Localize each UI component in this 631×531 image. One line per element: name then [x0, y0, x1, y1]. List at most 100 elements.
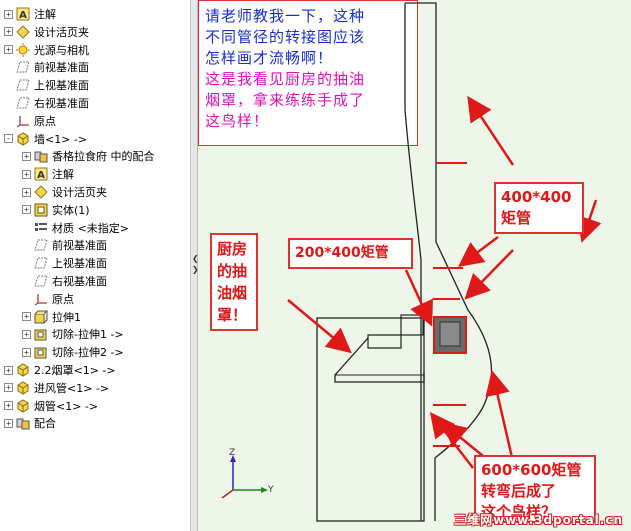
- plane-icon: [16, 60, 30, 74]
- expand-arrow-icon[interactable]: ❯: [192, 265, 199, 274]
- tree-spacer: [22, 294, 31, 303]
- tree-item[interactable]: + 拉伸1: [22, 308, 81, 326]
- graphics-area[interactable]: 请老师教我一下，这种 不同管径的转接图应该 怎样画才流畅啊！ 这是我看见厨房的抽…: [198, 0, 631, 531]
- label-600-line: 600*600矩管: [481, 461, 582, 479]
- tree-item[interactable]: 原点: [22, 290, 74, 308]
- tree-item-label: 注解: [34, 8, 56, 21]
- tree-item[interactable]: + 光源与相机: [4, 41, 89, 59]
- tree-item[interactable]: + 切除-拉伸1 ->: [22, 325, 124, 343]
- tree-spacer: [22, 277, 31, 286]
- tree-spacer: [4, 116, 13, 125]
- highlight-dashes: [433, 162, 467, 447]
- expand-toggle[interactable]: +: [4, 418, 13, 428]
- tree-item[interactable]: 上视基准面: [22, 254, 107, 272]
- tree-item[interactable]: 前视基准面: [22, 236, 107, 254]
- part-icon: [16, 399, 30, 413]
- expand-toggle[interactable]: +: [22, 312, 31, 322]
- tree-spacer: [22, 223, 31, 232]
- tree-item[interactable]: 材质 <未指定>: [22, 219, 129, 237]
- tree-item-label: 切除-拉伸2 ->: [52, 346, 124, 360]
- collapse-arrow-icon[interactable]: ❮: [192, 254, 199, 263]
- expand-toggle[interactable]: +: [22, 151, 31, 161]
- label-200x400: 200*400矩管: [288, 238, 413, 269]
- tree-item[interactable]: + A 注解: [22, 165, 74, 183]
- expand-toggle[interactable]: +: [4, 401, 13, 411]
- tree-item-label: 2.2烟罩<1> ->: [34, 364, 116, 377]
- tree-item[interactable]: + A 注解: [4, 5, 56, 23]
- tree-item[interactable]: +2.2烟罩<1> ->: [4, 361, 116, 379]
- tree-item[interactable]: 右视基准面: [22, 272, 107, 290]
- tree-item[interactable]: 右视基准面: [4, 94, 89, 112]
- tree-item[interactable]: + 设计活页夹: [4, 23, 89, 41]
- tree-item-label: 注解: [52, 168, 74, 182]
- question-note: 请老师教我一下，这种 不同管径的转接图应该 怎样画才流畅啊！ 这是我看见厨房的抽…: [198, 0, 418, 146]
- tree-item[interactable]: 原点: [4, 112, 56, 130]
- tree-item[interactable]: - 墙<1> ->: [4, 130, 87, 148]
- expand-toggle[interactable]: +: [22, 205, 31, 215]
- expand-toggle[interactable]: +: [22, 329, 31, 339]
- design-binder-icon: [16, 25, 30, 39]
- mates-icon: [16, 416, 30, 430]
- label-400-line: 400*400: [501, 188, 572, 206]
- expand-toggle[interactable]: +: [4, 27, 13, 37]
- svg-text:A: A: [19, 10, 27, 21]
- expand-toggle[interactable]: +: [4, 365, 13, 375]
- solid-body-icon: [34, 203, 48, 217]
- expand-toggle[interactable]: +: [22, 187, 31, 197]
- expand-toggle[interactable]: +: [4, 45, 13, 55]
- plane-icon: [16, 78, 30, 92]
- tree-item-label: 墙<1> ->: [34, 132, 88, 146]
- tree-item-label: 进风管<1> ->: [34, 381, 110, 395]
- tree-item[interactable]: + 配合: [4, 414, 56, 432]
- label-600x600: 600*600矩管 转弯后成了 这个鸟样？: [474, 455, 596, 523]
- expand-toggle[interactable]: +: [4, 383, 13, 393]
- collapse-toggle[interactable]: -: [4, 134, 13, 144]
- tree-item-label: 上视基准面: [34, 79, 89, 93]
- extrude-icon: [34, 310, 48, 324]
- tree-item-label: 设计活页夹: [34, 25, 89, 39]
- tree-item[interactable]: + 进风管<1> ->: [4, 379, 109, 397]
- label-600-line: 转弯后成了: [481, 482, 557, 500]
- axis-z-label: Z: [229, 448, 236, 458]
- part-icon: [16, 381, 30, 395]
- tree-item-label: 香格拉食府 中的配合: [52, 150, 155, 164]
- hood-label-line: 油烟: [217, 284, 248, 302]
- tree-spacer: [4, 81, 13, 90]
- hood-label: 厨房 的抽 油烟 罩！: [210, 233, 258, 331]
- tree-item[interactable]: + 香格拉食府 中的配合: [22, 147, 155, 165]
- axis-x-label: Y: [268, 485, 274, 495]
- tree-item[interactable]: +实体(1): [22, 201, 90, 219]
- expand-toggle[interactable]: +: [4, 9, 13, 19]
- tree-item-label: 切除-拉伸1 ->: [52, 328, 124, 342]
- tree-item-label: 右视基准面: [52, 275, 107, 288]
- tree-item-label: 前视基准面: [34, 61, 89, 75]
- expand-toggle[interactable]: +: [22, 347, 31, 357]
- tree-item[interactable]: 前视基准面: [4, 58, 89, 76]
- tree-spacer: [22, 241, 31, 250]
- svg-text:A: A: [37, 170, 45, 181]
- panel-splitter[interactable]: ❮ ❯: [191, 0, 199, 531]
- tree-item[interactable]: +烟管<1> ->: [4, 397, 98, 415]
- note-line: 这是我看见厨房的抽油: [205, 70, 366, 88]
- tree-item[interactable]: +设计活页夹: [22, 183, 107, 201]
- duct-outline: [405, 2, 493, 521]
- tree-item-label: 上视基准面: [52, 257, 107, 271]
- tree-item-label: 光源与相机: [34, 43, 89, 57]
- annotation-icon: A: [34, 167, 48, 181]
- plane-icon: [34, 274, 48, 288]
- tree-item-label: 材质 <未指定>: [52, 221, 129, 235]
- tree-item-label: 拉伸1: [52, 310, 81, 324]
- cut-extrude-icon: [34, 327, 48, 341]
- part-icon: [16, 363, 30, 377]
- coordinate-triad: [221, 455, 268, 499]
- expand-toggle[interactable]: +: [22, 169, 31, 179]
- part-icon: [16, 132, 30, 146]
- tree-item[interactable]: 上视基准面: [4, 76, 89, 94]
- tree-item[interactable]: + 切除-拉伸2 ->: [22, 343, 124, 361]
- hood-label-line: 的抽: [217, 262, 248, 280]
- tree-spacer: [4, 63, 13, 72]
- note-line: 请老师教我一下，这种: [205, 7, 366, 25]
- tree-item-label: 配合: [34, 417, 56, 431]
- note-line: 不同管径的转接图应该: [205, 28, 366, 46]
- label-400x400: 400*400 矩管: [494, 182, 584, 234]
